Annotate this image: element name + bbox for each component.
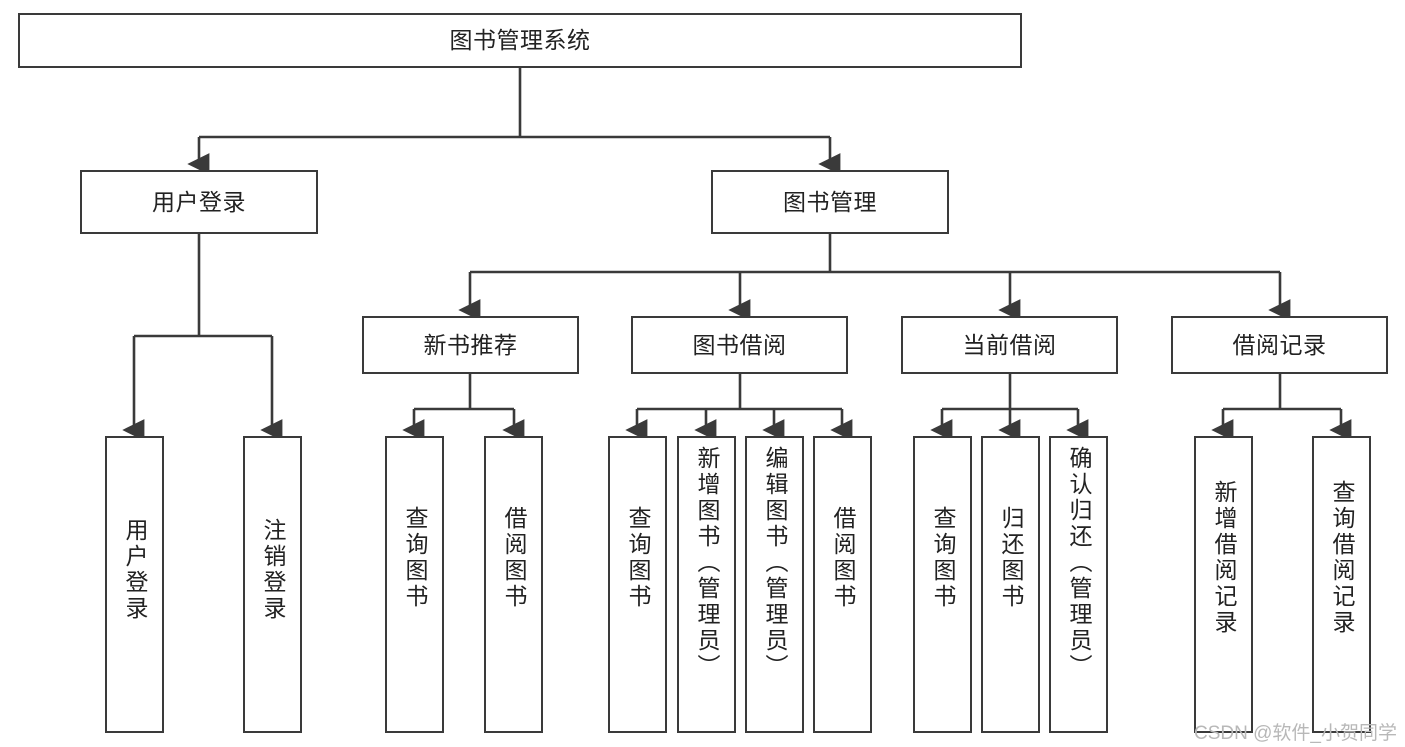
leaf-logout-login-label: 注销登录 bbox=[260, 518, 286, 622]
leaf-return-book[interactable]: 归还图书 bbox=[981, 436, 1040, 733]
leaf-add-book-label: 新增图书（管理员） bbox=[694, 446, 720, 680]
leaf-borrow-book-1[interactable]: 借阅图书 bbox=[484, 436, 543, 733]
node-new-book-recommend-label: 新书推荐 bbox=[423, 331, 518, 358]
node-borrow-record[interactable]: 借阅记录 bbox=[1171, 316, 1388, 374]
node-book-borrow-label: 图书借阅 bbox=[692, 331, 787, 358]
leaf-borrow-book-2[interactable]: 借阅图书 bbox=[813, 436, 872, 733]
leaf-query-book-2-label: 查询图书 bbox=[625, 506, 651, 610]
node-borrow-record-label: 借阅记录 bbox=[1232, 331, 1327, 358]
leaf-query-book-3[interactable]: 查询图书 bbox=[913, 436, 972, 733]
leaf-edit-book[interactable]: 编辑图书（管理员） bbox=[745, 436, 804, 733]
node-current-borrow-label: 当前借阅 bbox=[962, 331, 1057, 358]
leaf-query-book-1-label: 查询图书 bbox=[402, 506, 428, 610]
leaf-query-book-2[interactable]: 查询图书 bbox=[608, 436, 667, 733]
leaf-add-record-label: 新增借阅记录 bbox=[1211, 480, 1237, 636]
csdn-watermark: CSDN @软件_小贺同学 bbox=[1194, 723, 1397, 744]
leaf-edit-book-label: 编辑图书（管理员） bbox=[762, 446, 788, 680]
leaf-query-record[interactable]: 查询借阅记录 bbox=[1312, 436, 1371, 733]
node-book-management-label: 图书管理 bbox=[783, 188, 877, 215]
node-user-login[interactable]: 用户登录 bbox=[80, 170, 318, 234]
leaf-return-book-label: 归还图书 bbox=[998, 506, 1024, 610]
node-book-borrow[interactable]: 图书借阅 bbox=[631, 316, 848, 374]
leaf-confirm-return[interactable]: 确认归还（管理员） bbox=[1049, 436, 1108, 733]
node-root-label: 图书管理系统 bbox=[449, 27, 591, 53]
node-new-book-recommend[interactable]: 新书推荐 bbox=[362, 316, 579, 374]
node-user-login-label: 用户登录 bbox=[152, 188, 246, 215]
node-current-borrow[interactable]: 当前借阅 bbox=[901, 316, 1118, 374]
leaf-borrow-book-2-label: 借阅图书 bbox=[830, 506, 856, 610]
leaf-user-login[interactable]: 用户登录 bbox=[105, 436, 164, 733]
leaf-add-record[interactable]: 新增借阅记录 bbox=[1194, 436, 1253, 733]
leaf-query-record-label: 查询借阅记录 bbox=[1329, 480, 1355, 636]
node-book-management[interactable]: 图书管理 bbox=[711, 170, 949, 234]
leaf-add-book[interactable]: 新增图书（管理员） bbox=[677, 436, 736, 733]
leaf-query-book-1[interactable]: 查询图书 bbox=[385, 436, 444, 733]
leaf-confirm-return-label: 确认归还（管理员） bbox=[1066, 446, 1092, 680]
leaf-logout-login[interactable]: 注销登录 bbox=[243, 436, 302, 733]
leaf-borrow-book-1-label: 借阅图书 bbox=[501, 506, 527, 610]
node-root[interactable]: 图书管理系统 bbox=[18, 13, 1022, 68]
leaf-query-book-3-label: 查询图书 bbox=[930, 506, 956, 610]
leaf-user-login-label: 用户登录 bbox=[122, 518, 148, 622]
